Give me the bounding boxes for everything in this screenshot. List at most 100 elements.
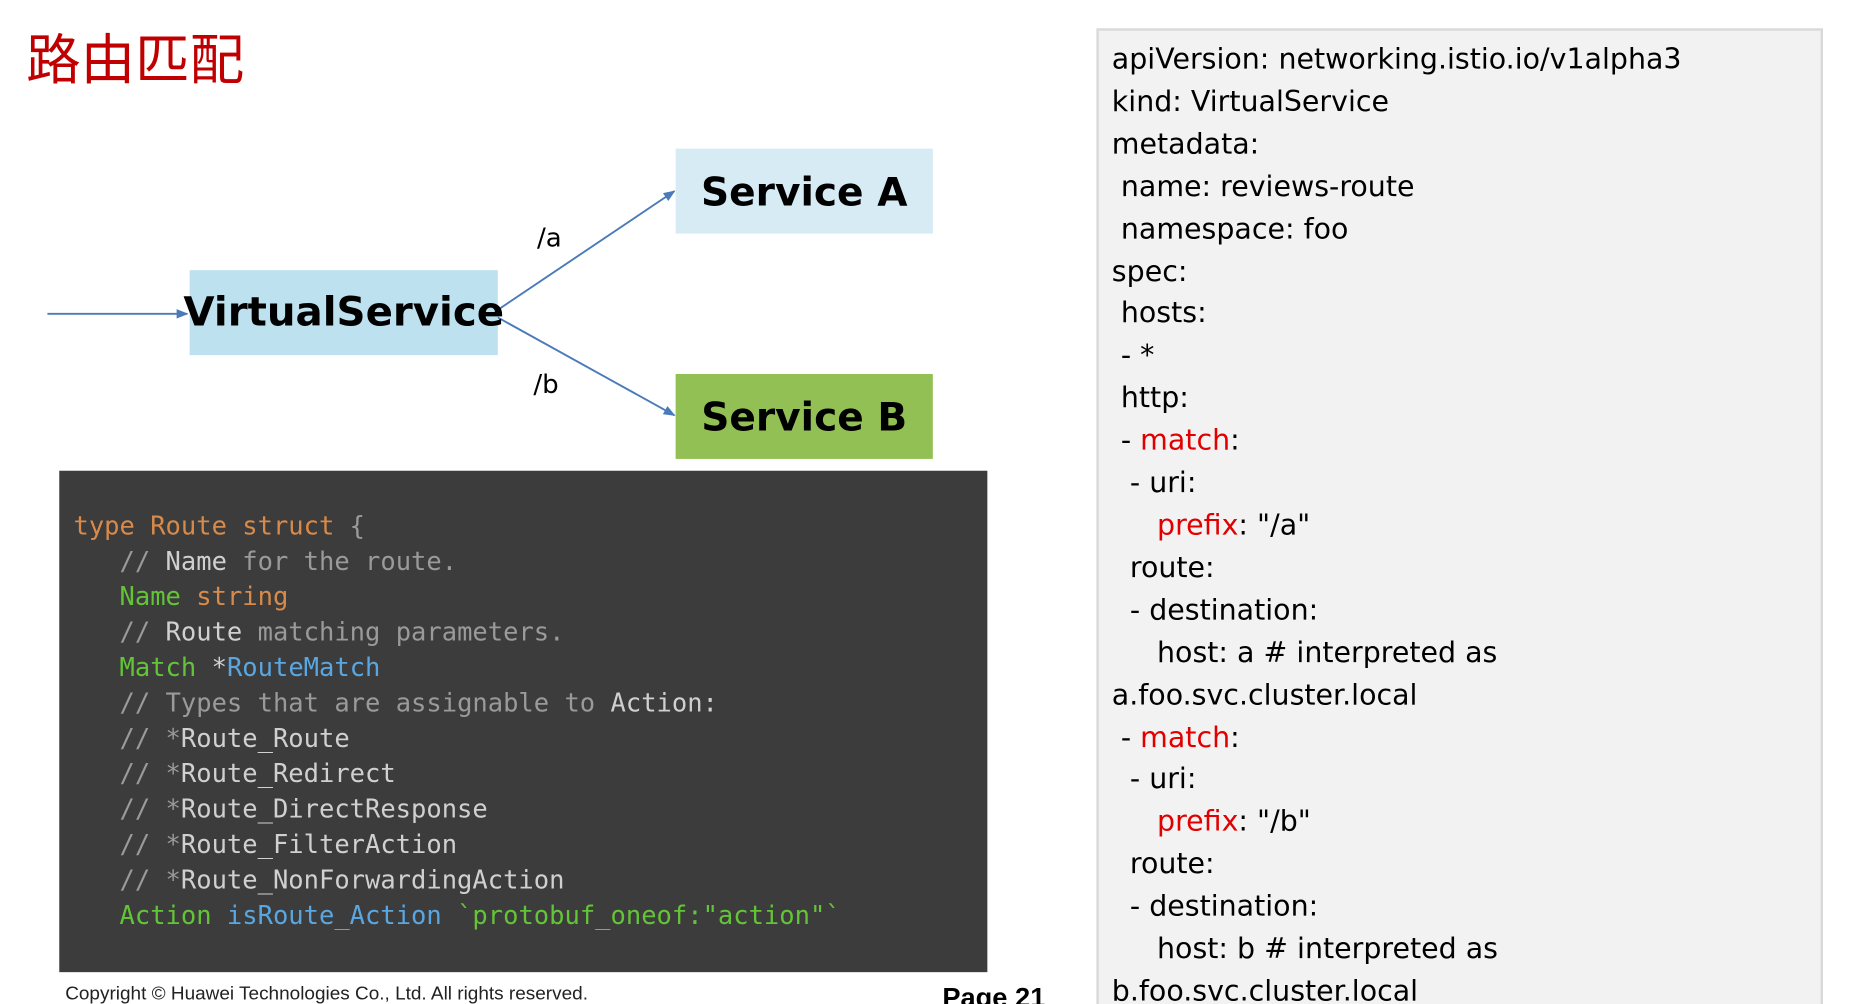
yaml-line: - * — [1112, 335, 1682, 377]
yaml-line: prefix: "/b" — [1112, 801, 1682, 843]
code-token — [73, 654, 119, 683]
yaml-line: prefix: "/a" — [1112, 505, 1682, 547]
yaml-keyword: prefix — [1157, 508, 1239, 542]
yaml-line: - match: — [1112, 420, 1682, 462]
yaml-line: hosts: — [1112, 293, 1682, 335]
yaml-text: route: — [1111, 847, 1215, 881]
copyright-text: Copyright © Huawei Technologies Co., Ltd… — [65, 983, 588, 1004]
service-a-node: Service A — [675, 148, 933, 234]
yaml-text: - destination: — [1111, 889, 1319, 923]
yaml-line: namespace: foo — [1112, 208, 1682, 250]
yaml-line: - match: — [1112, 717, 1682, 759]
yaml-text: metadata: — [1111, 127, 1260, 161]
yaml-keyword: match — [1140, 720, 1231, 754]
yaml-text: http: — [1111, 381, 1189, 415]
yaml-line: route: — [1112, 844, 1682, 886]
yaml-text: namespace: foo — [1111, 211, 1349, 245]
code-token: Name — [119, 582, 197, 613]
code-token: Route_Route — [180, 724, 350, 754]
yaml-line: host: a # interpreted as — [1112, 632, 1682, 674]
yaml-text: : — [1230, 720, 1240, 754]
yaml-line: kind: VirtualService — [1112, 81, 1682, 123]
yaml-text: spec: — [1111, 254, 1188, 288]
code-token: // * — [73, 724, 181, 754]
code-token: Types that are assignable to — [165, 689, 611, 719]
route-a-arrow — [494, 190, 676, 313]
yaml-text: host: b # interpreted as — [1111, 932, 1498, 966]
yaml-text: : — [1230, 423, 1240, 457]
yaml-text — [1112, 508, 1157, 541]
code-token: Route — [165, 618, 258, 648]
route-a-label: /a — [536, 224, 562, 254]
yaml-line: spec: — [1112, 251, 1682, 293]
code-token: Name — [165, 547, 243, 577]
code-token: isRoute_Action — [226, 901, 458, 931]
yaml-text: - — [1111, 720, 1141, 754]
code-token: Route_NonForwardingAction — [180, 865, 565, 896]
yaml-text: a.foo.svc.cluster.local — [1111, 677, 1418, 711]
code-line: Match *RouteMatch — [73, 651, 840, 686]
code-token: Route_Redirect — [180, 759, 396, 790]
yaml-text: host: a # interpreted as — [1111, 635, 1498, 669]
route-b-label: /b — [533, 370, 559, 400]
yaml-text: - — [1111, 423, 1141, 457]
code-line: Name string — [73, 580, 840, 615]
yaml-keyword: prefix — [1157, 804, 1239, 839]
go-code-block: type Route struct { // Name for the rout… — [59, 470, 988, 973]
yaml-text: name: reviews-route — [1111, 169, 1415, 203]
yaml-line: metadata: — [1112, 124, 1682, 166]
code-line: // *Route_FilterAction — [73, 828, 840, 863]
code-token: Route_DirectResponse — [180, 795, 488, 825]
yaml-line: - uri: — [1112, 759, 1682, 801]
yaml-text: - * — [1111, 339, 1155, 373]
yaml-text: kind: VirtualService — [1111, 84, 1390, 118]
code-token: Action — [119, 901, 227, 931]
yaml-text: apiVersion: networking.istio.io/v1alpha3 — [1111, 42, 1682, 76]
code-line: type Route struct { — [73, 510, 840, 545]
yaml-line: http: — [1112, 378, 1682, 420]
code-token: // * — [73, 865, 181, 896]
yaml-text: - uri: — [1111, 762, 1197, 796]
code-line: // *Route_DirectResponse — [73, 793, 840, 828]
code-line: // Name for the route. — [73, 545, 840, 580]
code-token — [73, 901, 119, 930]
code-token: string — [196, 582, 289, 613]
code-token: Match — [119, 653, 212, 684]
yaml-line: a.foo.svc.cluster.local — [1112, 674, 1682, 716]
yaml-line: name: reviews-route — [1112, 166, 1682, 208]
code-line: // *Route_NonForwardingAction — [73, 864, 840, 899]
code-token: // — [73, 689, 166, 719]
yaml-config-panel: apiVersion: networking.istio.io/v1alpha3… — [1096, 28, 1823, 1004]
code-lines: type Route struct { // Name for the rout… — [73, 510, 840, 935]
page-number: Page 21 — [942, 981, 1046, 1004]
code-token: // * — [73, 759, 181, 790]
yaml-lines: apiVersion: networking.istio.io/v1alpha3… — [1112, 39, 1682, 1004]
virtualservice-node: VirtualService — [183, 270, 504, 356]
code-token: struct — [242, 512, 350, 542]
yaml-text: route: — [1111, 550, 1215, 584]
yaml-line: apiVersion: networking.istio.io/v1alpha3 — [1112, 39, 1682, 81]
yaml-text: : "/b" — [1238, 804, 1311, 839]
code-line: // Types that are assignable to Action: — [73, 687, 840, 722]
yaml-line: - destination: — [1112, 590, 1682, 632]
code-token: for the route. — [242, 547, 458, 577]
page-title: 路由匹配 — [26, 28, 245, 93]
code-line: // *Route_Route — [73, 722, 840, 757]
code-token: { — [349, 512, 366, 542]
yaml-line: - uri: — [1112, 463, 1682, 505]
code-line: // Route matching parameters. — [73, 616, 840, 651]
yaml-text: b.foo.svc.cluster.local — [1111, 974, 1419, 1004]
code-token: // * — [73, 830, 181, 861]
yaml-text: - uri: — [1111, 466, 1197, 500]
yaml-line: - destination: — [1112, 886, 1682, 928]
code-token: `protobuf_oneof:"action"` — [457, 901, 841, 931]
code-token: matching parameters. — [257, 618, 565, 648]
code-token: // — [73, 547, 166, 577]
code-token — [73, 583, 119, 612]
code-token: // — [73, 618, 166, 648]
code-token: // * — [73, 795, 181, 825]
code-token: Action: — [610, 689, 718, 719]
code-token: type — [73, 512, 151, 542]
code-token: RouteMatch — [226, 653, 381, 684]
